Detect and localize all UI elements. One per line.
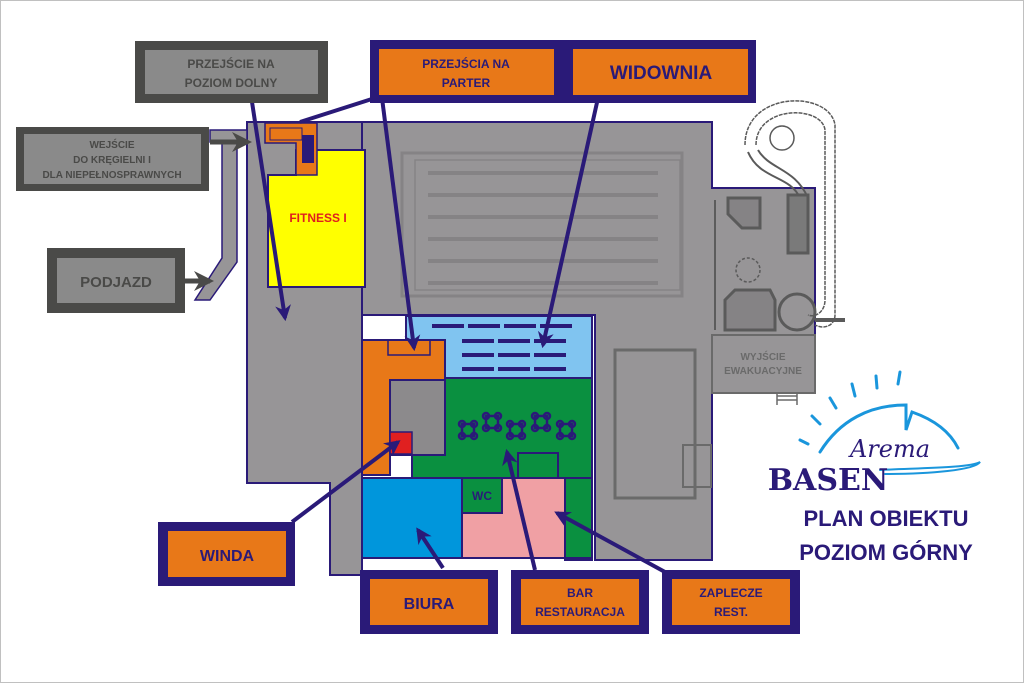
callout-podjazd-text: PODJAZD (80, 274, 152, 291)
callout-winda-text: WINDA (200, 548, 255, 565)
callout-biura-text: BIURA (404, 596, 455, 613)
pointer-winda (290, 440, 401, 524)
callout-przejscie-dolny[interactable]: PRZEJŚCIE NA POZIOM DOLNY (135, 41, 328, 103)
logo-brand-text: BASEN (768, 463, 889, 498)
seat-row (504, 324, 536, 328)
fitness-label: FITNESS I (289, 211, 346, 225)
callout-bar-line1: BAR (567, 586, 593, 600)
pointer-lines (250, 96, 666, 574)
evacuation-exit-label-2: EWAKUACYJNE (724, 366, 802, 377)
seat-row (498, 353, 530, 357)
callout-bar-line2: RESTAURACJA (535, 605, 625, 619)
callout-biura[interactable]: BIURA (360, 570, 498, 634)
pointer-przejscia-parter-a (299, 96, 376, 124)
pointer-przejscie-dolny (250, 101, 291, 322)
sun-wave-logo-icon (798, 370, 981, 475)
callout-przejscie-dolny-line2: POZIOM DOLNY (185, 76, 278, 90)
table-with-chairs (481, 411, 503, 433)
seat-row (534, 339, 566, 343)
water-slide (714, 100, 845, 405)
seat-row (540, 324, 572, 328)
callout-bar[interactable]: BAR RESTAURACJA (511, 570, 649, 634)
table-with-chairs (505, 419, 527, 441)
bar-hall[interactable] (411, 377, 593, 561)
callout-widownia[interactable]: WIDOWNIA (573, 49, 748, 95)
small-pool (613, 348, 712, 500)
wc-room[interactable]: WC (461, 477, 503, 514)
map-title-line2: POZIOM GÓRNY (799, 540, 973, 565)
pointer-przejscia-parter-b (380, 97, 421, 352)
pointer-bar (502, 448, 537, 571)
callout-zaplecze-line1: ZAPLECZE (699, 586, 762, 600)
seat-row (462, 367, 494, 371)
callout-widownia-text: WIDOWNIA (610, 63, 713, 84)
seat-row (462, 353, 494, 357)
callout-przejscia-parter-line2: PARTER (442, 76, 491, 90)
logo-script-text: Arema (848, 435, 930, 463)
callout-podjazd[interactable]: PODJAZD (47, 248, 185, 313)
pointer-biura (416, 527, 445, 570)
callout-wejscie-line1: WEJŚCIE (89, 138, 134, 151)
swimming-pool (400, 151, 684, 298)
stairs-top (264, 122, 318, 176)
seat-row (498, 339, 530, 343)
seat-row (534, 353, 566, 357)
pointer-zaplecze (554, 511, 666, 574)
callout-wejscie-line2: DO KRĘGIELNI I (73, 155, 151, 166)
callout-wejscie[interactable]: WEJŚCIE DO KRĘGIELNI I DLA NIEPEŁNOSPRAW… (16, 127, 209, 191)
evacuation-exit-label-1: WYJŚCIE (740, 350, 785, 363)
offices-room[interactable] (361, 477, 463, 559)
seat-row (432, 324, 464, 328)
callout-winda[interactable]: WINDA (158, 522, 295, 586)
pointer-widownia (537, 97, 600, 349)
table-with-chairs (457, 419, 479, 441)
elevator[interactable] (389, 431, 413, 455)
wc-label: WC (472, 489, 492, 503)
seat-row (462, 339, 494, 343)
evacuation-exit-area (711, 334, 816, 394)
seat-row (534, 367, 566, 371)
table-with-chairs (530, 411, 552, 433)
callout-wejscie-line3: DLA NIEPEŁNOSPRAWNYCH (42, 170, 181, 181)
callout-przejscia-parter-line1: PRZEJŚCIA NA (422, 56, 510, 71)
seat-row (498, 367, 530, 371)
callout-zaplecze-line2: REST. (714, 605, 748, 619)
seat-row (468, 324, 500, 328)
callout-przejscie-dolny-line1: PRZEJŚCIE NA (187, 56, 275, 71)
map-title-line1: PLAN OBIEKTU (804, 506, 969, 531)
callout-zaplecze[interactable]: ZAPLECZE REST. (662, 570, 800, 634)
table-with-chairs (555, 419, 577, 441)
gray-arrows (185, 132, 252, 291)
